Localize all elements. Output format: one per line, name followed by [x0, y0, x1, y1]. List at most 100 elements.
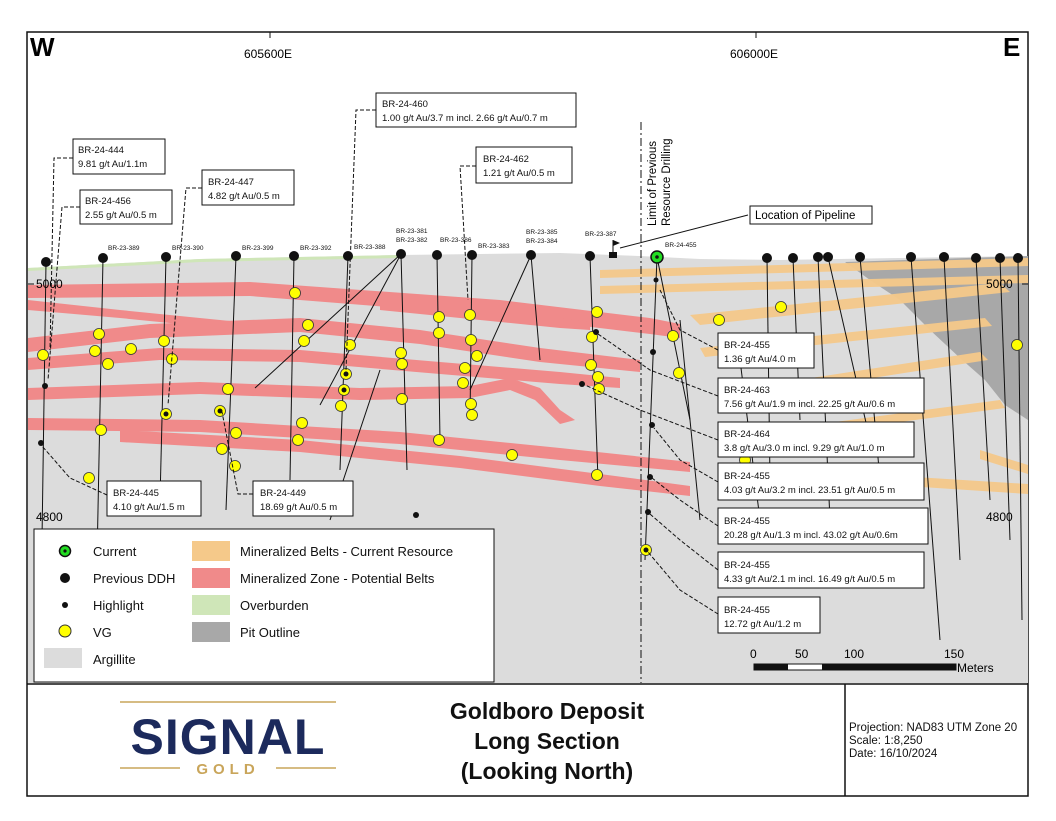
vg-point	[296, 417, 308, 429]
callout-result: 3.8 g/t Au/3.0 m incl. 9.29 g/t Au/1.0 m	[724, 443, 885, 454]
ddh-collar	[855, 252, 865, 262]
legend-previous-icon	[60, 573, 70, 583]
vg-point	[396, 393, 408, 405]
legend-argillite-swatch	[44, 648, 82, 668]
callout: BR-24-445 4.10 g/t Au/1.5 m	[106, 480, 202, 517]
scale-tick-label: 0	[750, 647, 757, 661]
vg-point	[302, 319, 314, 331]
callout-box	[252, 480, 354, 517]
highlight-point	[645, 509, 651, 515]
callout-box	[717, 596, 821, 634]
collar-label: BR-24-455	[665, 242, 697, 249]
legend-pit-swatch	[192, 622, 230, 642]
callout-result: 4.33 g/t Au/2.1 m incl. 16.49 g/t Au/0.5…	[724, 574, 895, 585]
ddh-collar	[585, 251, 595, 261]
logo-word: SIGNAL	[131, 709, 326, 765]
callout-box	[106, 480, 202, 517]
drillhole-trace	[999, 257, 1011, 541]
info-projection: Projection: NAD83 UTM Zone 20	[849, 722, 1017, 734]
callout-hole: BR-24-455	[724, 471, 770, 482]
vg-point	[433, 434, 445, 446]
callout-box	[717, 332, 815, 369]
scale-tick-label: 50	[795, 647, 809, 661]
callout-leader	[41, 445, 108, 496]
collar-label: BR-23-399	[242, 245, 274, 252]
vg-point	[158, 335, 170, 347]
callout-leader	[584, 384, 719, 441]
vg-point	[83, 472, 95, 484]
potential-belt	[28, 300, 240, 330]
callout-leader	[651, 477, 719, 527]
callout-result: 4.10 g/t Au/1.5 m	[113, 502, 185, 513]
callout-hole: BR-24-455	[724, 560, 770, 571]
ddh-collar	[995, 253, 1005, 263]
drillhole-trace	[530, 254, 541, 361]
callout-result: 1.00 g/t Au/3.7 m incl. 2.66 g/t Au/0.7 …	[382, 113, 548, 124]
ddh-collar	[762, 253, 772, 263]
vg-point	[95, 424, 107, 436]
title-line-2: Long Section	[474, 728, 620, 754]
highlight-points	[38, 277, 659, 553]
legend-pit-label: Pit Outline	[240, 625, 300, 640]
callout-hole: BR-24-455	[724, 516, 770, 527]
callout-box	[79, 189, 173, 225]
callout: BR-24-456 2.55 g/t Au/0.5 m	[79, 189, 173, 225]
callout: BR-24-455 1.36 g/t Au/4.0 m	[717, 332, 815, 369]
vg-point	[459, 362, 471, 374]
callout-leader	[597, 333, 719, 397]
highlight-point	[38, 440, 44, 446]
drillhole-trace	[943, 256, 961, 561]
scale-tick-label: 100	[844, 647, 864, 661]
info-date: Date: 16/10/2024	[849, 748, 938, 760]
callout-result: 1.36 g/t Au/4.0 m	[724, 354, 796, 365]
vg-point	[673, 367, 685, 379]
collar-label: BR-23-387	[585, 231, 617, 238]
callout-result: 7.56 g/t Au/1.9 m incl. 22.25 g/t Au/0.6…	[724, 399, 895, 410]
callout-hole: BR-24-445	[113, 488, 159, 499]
vg-point	[465, 398, 477, 410]
legend-current-center	[63, 549, 67, 553]
drillhole-trace	[910, 256, 941, 641]
highlight-point	[343, 371, 349, 377]
callout-box	[717, 507, 929, 545]
callout-result: 20.28 g/t Au/1.3 m incl. 43.02 g/t Au/0.…	[724, 530, 898, 541]
callout-hole: BR-24-464	[724, 429, 770, 440]
pipeline-leader	[619, 214, 749, 249]
ddh-collar	[971, 253, 981, 263]
callout-leader	[221, 411, 253, 495]
limit-label-2: Resource Drilling	[661, 138, 673, 226]
callout-leader	[653, 427, 719, 483]
drillhole-traces	[41, 253, 1023, 641]
legend-overburden-swatch	[192, 595, 230, 615]
highlight-point	[643, 547, 649, 553]
ddh-collars	[41, 249, 1023, 267]
collar-label: BR-23-390	[172, 245, 204, 252]
vg-point	[506, 449, 518, 461]
drillhole-trace	[225, 255, 237, 511]
potential-belt	[28, 282, 680, 338]
legend-vg-label: VG	[93, 625, 112, 640]
vg-point	[216, 443, 228, 455]
callout-box	[201, 169, 295, 206]
highlight-point	[341, 387, 347, 393]
scale-bar-segment	[856, 664, 956, 670]
signal-gold-logo: SIGNAL GOLD	[120, 701, 336, 778]
collar-label: BR-23-382	[396, 237, 428, 244]
ddh-collar	[939, 252, 949, 262]
legend: Current Previous DDH Highlight VG Argill…	[33, 528, 495, 683]
callout: BR-24-455 20.28 g/t Au/1.3 m incl. 43.02…	[717, 507, 929, 545]
vg-point	[591, 306, 603, 318]
current-belt	[600, 258, 1028, 278]
collar-label: BR-23-392	[300, 245, 332, 252]
vg-point	[229, 460, 241, 472]
vg-point	[396, 358, 408, 370]
highlight-point	[163, 411, 169, 417]
callout-box	[717, 551, 925, 589]
vg-point	[592, 371, 604, 383]
callout-leader	[459, 165, 476, 301]
legend-vg-icon	[58, 624, 72, 638]
legend-previous-label: Previous DDH	[93, 571, 175, 586]
vg-point	[713, 314, 725, 326]
overburden-zone	[28, 255, 400, 271]
vg-point	[466, 409, 478, 421]
